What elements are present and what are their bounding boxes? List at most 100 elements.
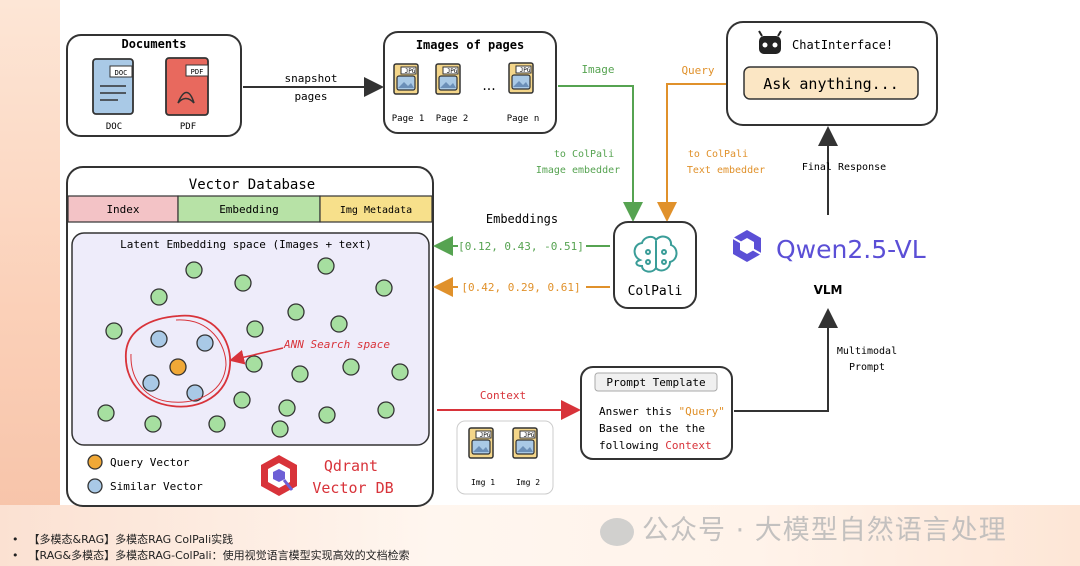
embeddings-title: Embeddings [486, 212, 558, 226]
qdrant-brand-line1: Qdrant [324, 457, 378, 475]
prompt-template-line1: Answer this "Query" [599, 405, 725, 418]
retrieved-image-tag: JPG [524, 432, 535, 439]
query-arrow [657, 83, 735, 222]
embedding-point [208, 415, 226, 433]
page-image-tag: JPG [447, 68, 458, 75]
prompt-template-line3: following Context [599, 439, 712, 452]
multimodal-label-line1: Multimodal [837, 346, 897, 357]
embedding-point [278, 399, 296, 417]
image-arrow [558, 85, 643, 222]
final-response-label: Final Response [802, 162, 886, 173]
reference-item-text: 【多模态&RAG】多模态RAG ColPali实践 [28, 533, 234, 546]
similar-vector-point [196, 334, 214, 352]
embedding-point [291, 365, 309, 383]
embedding-point [330, 315, 348, 333]
embedding-point [185, 261, 203, 279]
page-label: Page 1 [392, 114, 425, 124]
embedding-point [150, 288, 168, 306]
image-arrow-label: Image [581, 63, 614, 76]
column-embedding-label: Embedding [219, 203, 279, 216]
query-vector-point [169, 358, 187, 376]
embedding-point [318, 406, 336, 424]
images-of-pages-title: Images of pages [416, 38, 524, 52]
prompt-text: following [599, 439, 665, 452]
vector-database-title: Vector Database [189, 177, 315, 193]
prompt-query-token: "Query" [678, 405, 724, 418]
embedding-point [246, 320, 264, 338]
page-label: Page n [507, 114, 540, 124]
pdf-file-tag: PDF [191, 68, 204, 76]
wechat-icon [600, 517, 634, 546]
qdrant-logo-icon [261, 455, 297, 496]
retrieved-image-label: Img 2 [516, 478, 540, 487]
ask-anything-input[interactable] [743, 66, 919, 100]
similar-vector-point [150, 330, 168, 348]
vector1-label-bg [458, 238, 586, 254]
ann-search-circle-inner [130, 319, 227, 403]
column-index [67, 195, 179, 223]
to-colpali-text-line1: to ColPali [688, 149, 748, 160]
background-accent-left [0, 0, 60, 566]
qdrant-brand-line2: Vector DB [312, 479, 393, 497]
column-index-label: Index [106, 203, 139, 216]
prompt-template-title: Prompt Template [606, 376, 705, 389]
embedding-point [271, 420, 289, 438]
page-label: Page 2 [436, 114, 469, 124]
snapshot-label-line1: snapshot [285, 72, 338, 85]
images-of-pages-box [383, 31, 557, 134]
embedding-point [233, 391, 251, 409]
multimodal-prompt-arrow [734, 308, 838, 412]
reference-item-text: 【RAG&多模态】多模态RAG-ColPali：使用视觉语言模型实现高效的文档检… [28, 549, 410, 562]
text-embedding-vector: [0.42, 0.29, 0.61] [461, 281, 580, 294]
robot-icon [758, 30, 782, 54]
column-img-metadata-label: Img Metadata [340, 205, 412, 216]
image-embedding-vector: [0.12, 0.43, -0.51] [458, 240, 584, 253]
retrieved-image-label: Img 1 [471, 478, 495, 487]
vector2-label-bg [458, 279, 586, 295]
query-vector-legend-label: Query Vector [110, 456, 190, 469]
embedding-point [391, 363, 409, 381]
query-arrow-label: Query [681, 64, 714, 77]
prompt-template-header [594, 372, 718, 392]
embedding-point [287, 303, 305, 321]
embedding-point [144, 415, 162, 433]
ask-anything-text: Ask anything... [763, 75, 898, 93]
snapshot-label-line2: pages [294, 90, 327, 103]
pdf-file-icon [165, 57, 209, 116]
similar-vector-legend-label: Similar Vector [110, 480, 203, 493]
pages-ellipsis: ... [482, 78, 495, 94]
embedding-point [105, 322, 123, 340]
latent-space-panel [71, 232, 430, 446]
latent-space-title: Latent Embedding space (Images + text) [120, 238, 372, 251]
query-vector-legend-dot [87, 454, 103, 470]
similar-vector-point [142, 374, 160, 392]
colpali-label: ColPali [628, 284, 683, 299]
to-colpali-image-line2: Image embedder [536, 165, 620, 176]
watermark-text: 公众号 · 大模型自然语言处理 [642, 515, 1007, 546]
doc-file-tag: DOC [115, 69, 128, 77]
embedding-point [245, 355, 263, 373]
prompt-template-line2: Based on the the [599, 422, 705, 435]
multimodal-label-line2: Prompt [849, 362, 885, 373]
embedding-point [317, 257, 335, 275]
reference-item[interactable]: 【RAG&多模态】多模态RAG-ColPali：使用视觉语言模型实现高效的文档检… [12, 548, 410, 564]
reference-item[interactable]: 【多模态&RAG】多模态RAG ColPali实践 [12, 532, 410, 548]
qwen-logo-icon [732, 230, 762, 262]
retrieved-image-tag: JPG [480, 432, 491, 439]
pdf-file-label: PDF [180, 122, 196, 132]
prompt-text: Answer this [599, 405, 678, 418]
doc-file-icon [92, 58, 134, 115]
column-img-metadata [319, 195, 433, 223]
documents-title: Documents [121, 37, 186, 51]
embedding-point [377, 401, 395, 419]
ann-search-label: ANN Search space [283, 338, 390, 351]
reference-list: 【多模态&RAG】多模态RAG ColPali实践 【RAG&多模态】多模态RA… [12, 532, 410, 564]
ann-search-circle [125, 314, 231, 408]
to-colpali-text-line2: Text embedder [687, 165, 765, 176]
page-image-tag: JPG [405, 68, 416, 75]
brain-chip-icon [633, 235, 678, 273]
page-image-tag: JPG [520, 67, 531, 74]
watermark: 公众号 · 大模型自然语言处理 [600, 508, 1007, 547]
qwen-model-name: Qwen2.5-VL [776, 235, 926, 264]
